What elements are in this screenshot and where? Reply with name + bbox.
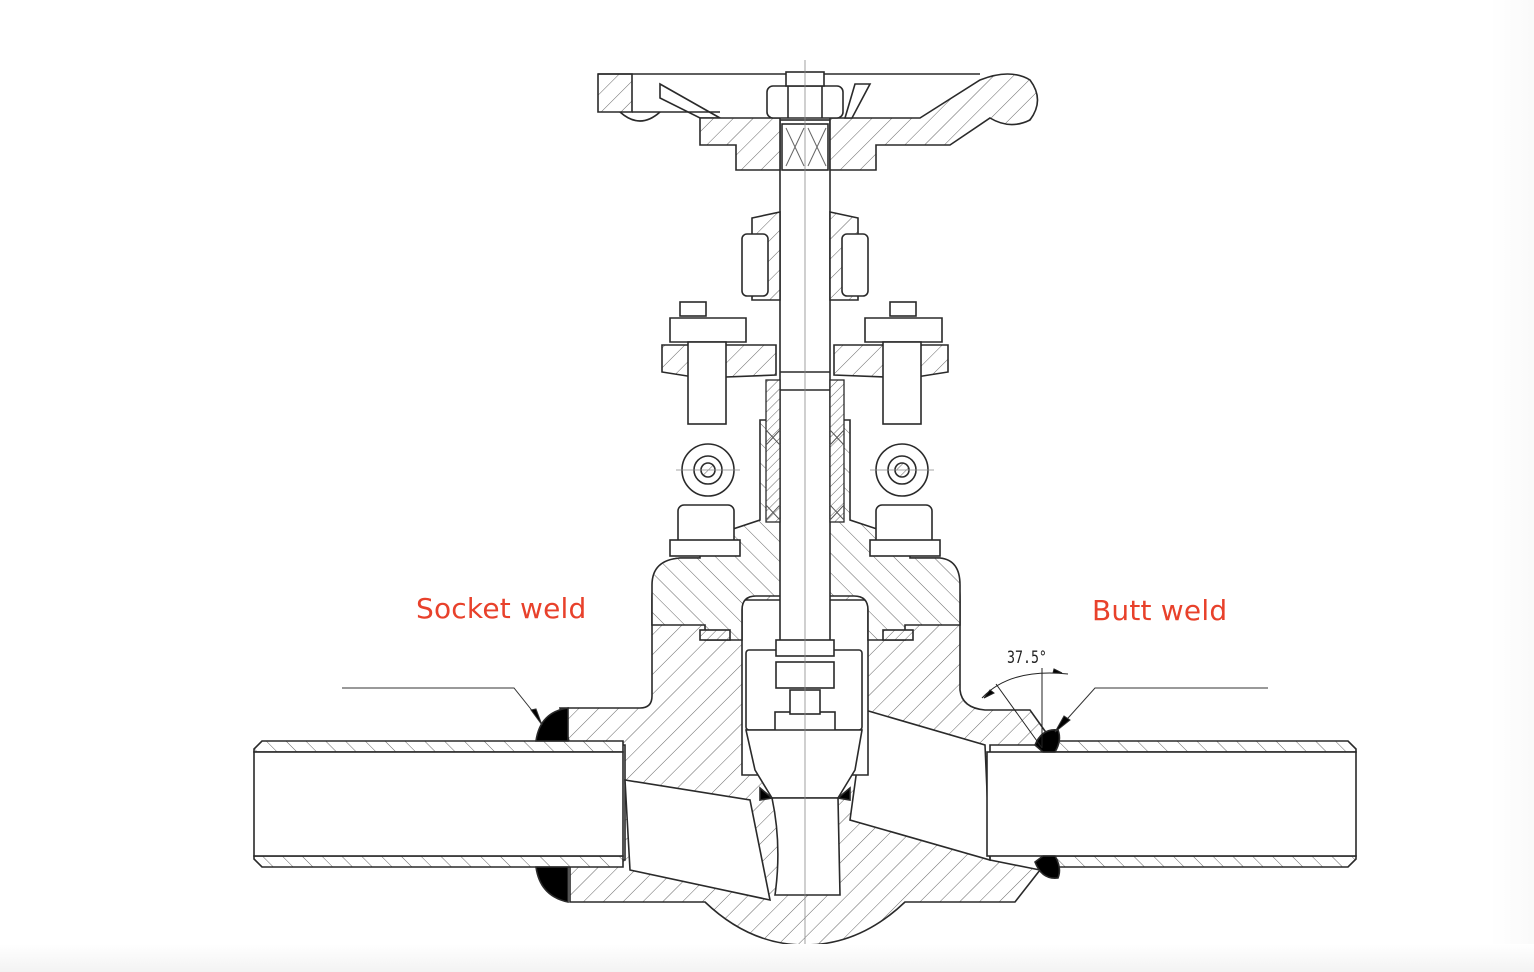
socket-weld-leader (342, 687, 543, 726)
gland-eyebolt-right (864, 301, 943, 557)
gland-packing (765, 379, 845, 523)
socket-weld-bead-bottom (535, 866, 569, 903)
bonnet-gasket-left (699, 629, 731, 641)
page-edge (1490, 0, 1534, 972)
handwheel (597, 71, 1039, 171)
valve-disc (745, 649, 863, 896)
page-bottom-fade (0, 944, 1534, 972)
socket-weld-label: Socket weld (416, 592, 587, 625)
bevel-angle-dimension (981, 668, 1069, 749)
bevel-angle-label: 37.5° (1007, 648, 1047, 668)
yoke-sleeve-nut (741, 211, 869, 301)
socket-weld-pipe (253, 707, 624, 903)
gland-eyebolt-left (669, 301, 747, 557)
butt-weld-leader (1054, 687, 1268, 733)
socket-weld-bead-top (535, 707, 569, 742)
butt-weld-bead-bottom (1034, 855, 1061, 879)
butt-weld-pipe (986, 728, 1357, 879)
butt-weld-label: Butt weld (1092, 594, 1228, 627)
bonnet-gasket-right (882, 629, 914, 641)
